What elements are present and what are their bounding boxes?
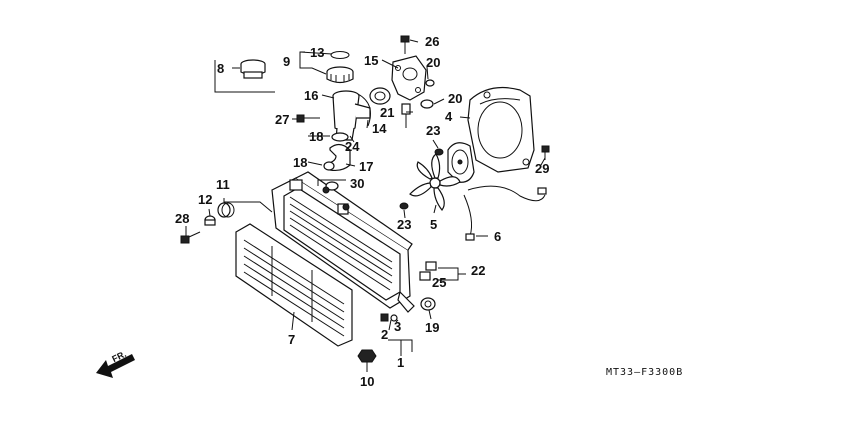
callout-23-lower: 23 [397, 217, 411, 232]
grommet-11 [217, 202, 235, 218]
callout-30: 30 [350, 176, 364, 191]
callout-15: 15 [364, 53, 378, 68]
drain-bolt-3 [380, 313, 389, 322]
callout-1: 1 [397, 355, 404, 370]
bolt-28 [180, 231, 201, 244]
hose-clamp-18-lower [323, 161, 335, 171]
radiator-cap-8 [240, 59, 266, 79]
fan-blade-5 [409, 153, 461, 211]
o-ring-13 [330, 51, 350, 59]
bolt-27 [296, 114, 320, 123]
callout-16: 16 [304, 88, 318, 103]
sensor-21 [401, 103, 411, 128]
callout-22: 22 [471, 263, 485, 278]
callout-27: 27 [275, 112, 289, 127]
callout-21: 21 [380, 105, 394, 120]
callout-9: 9 [283, 54, 290, 69]
nut-23-upper [434, 148, 444, 156]
nut-10 [357, 349, 377, 363]
collar-12 [204, 215, 216, 226]
callout-29: 29 [535, 161, 549, 176]
callout-12: 12 [198, 192, 212, 207]
leader-lines [185, 39, 546, 372]
callout-2: 2 [381, 327, 388, 342]
callout-25: 25 [432, 275, 446, 290]
callout-14: 14 [372, 121, 387, 136]
callout-18-lower: 18 [293, 155, 307, 170]
washer-2 [390, 314, 398, 322]
radiator-grille-7 [235, 223, 353, 347]
callout-7: 7 [288, 332, 295, 347]
hose-clamp-18-upper [331, 132, 349, 142]
callout-24: 24 [345, 139, 360, 154]
callout-4: 4 [445, 109, 453, 124]
callout-17: 17 [359, 159, 373, 174]
fan-shroud-4 [467, 87, 535, 173]
callout-23-upper: 23 [426, 123, 440, 138]
filler-cap-9 [326, 51, 354, 84]
callout-13: 13 [310, 45, 324, 60]
callout-19: 19 [425, 320, 439, 335]
thermostat-cover-15 [391, 55, 427, 101]
callout-11: 11 [216, 177, 230, 192]
callout-18-upper: 18 [309, 129, 323, 144]
nut-23-lower [399, 202, 409, 210]
washer-20-lower [420, 99, 434, 109]
radiator-core [271, 171, 415, 313]
screw-30 [322, 186, 350, 211]
callout-20-upper: 20 [426, 55, 440, 70]
washer-20-upper [425, 79, 435, 87]
hose-17 [323, 143, 351, 172]
clamp-19 [420, 297, 436, 311]
thermostat-24 [369, 87, 391, 105]
callout-28: 28 [175, 211, 189, 226]
diagram-code: MT33–F3300B [606, 367, 683, 378]
hose-clamp-14 [357, 93, 371, 127]
front-arrow-icon: FR. [96, 349, 135, 378]
callout-8: 8 [217, 61, 224, 76]
callout-26: 26 [425, 34, 439, 49]
switch-25 [419, 261, 437, 281]
cap-box [214, 59, 275, 93]
fan-motor-6 [447, 142, 547, 241]
callout-10: 10 [360, 374, 374, 389]
callout-20-lower: 20 [448, 91, 462, 106]
bolt-26 [400, 35, 410, 54]
callout-3: 3 [394, 319, 401, 334]
callout-6: 6 [494, 229, 501, 244]
callouts: 8 9 13 15 26 20 20 16 21 4 27 14 18 24 2… [175, 34, 549, 389]
callout-5: 5 [430, 217, 437, 232]
bolt-29 [541, 145, 550, 160]
